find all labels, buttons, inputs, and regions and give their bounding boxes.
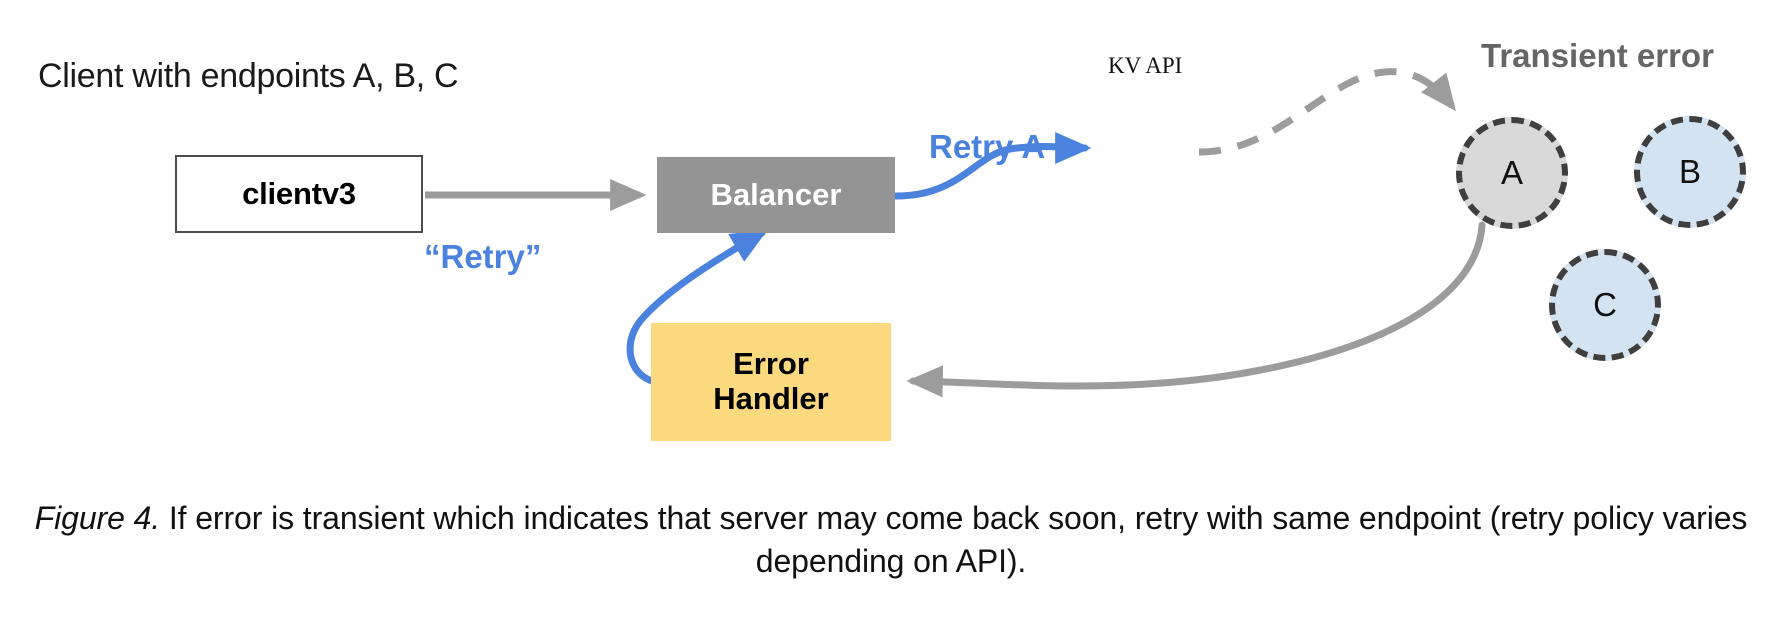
error-handler-label-line2: Handler [713,381,829,416]
balancer-box: Balancer [657,157,895,233]
kv-api-label: KV API [1108,53,1183,78]
error-handler-box: Error Handler [651,323,891,441]
balancer-label: Balancer [710,176,842,212]
endpoint-node-c: C [1549,249,1661,361]
figure-number: Figure 4. [34,500,161,536]
endpoint-c-label: C [1593,286,1617,323]
endpoint-a-label: A [1500,154,1523,191]
figure-caption-text: If error is transient which indicates th… [160,500,1748,579]
retry-quoted-label: “Retry” [424,238,542,275]
error-handler-label: Error Handler [713,346,829,416]
figure-caption: Figure 4. If error is transient which in… [0,497,1782,583]
endpoint-node-b: B [1634,116,1746,228]
retry-a-label: Retry A [929,128,1046,165]
error-handler-label-line1: Error [733,346,809,382]
endpoint-b-label: B [1678,153,1701,190]
transient-error-label: Transient error [1481,37,1714,74]
endpoint-node-a: A [1456,117,1568,229]
edge-retry-a-to-node-a [1198,68,1457,156]
client-endpoints-caption: Client with endpoints A, B, C [38,57,459,95]
clientv3-label: clientv3 [242,175,356,211]
clientv3-box: clientv3 [175,155,423,233]
edge-node-a-to-error-handler [906,221,1486,398]
